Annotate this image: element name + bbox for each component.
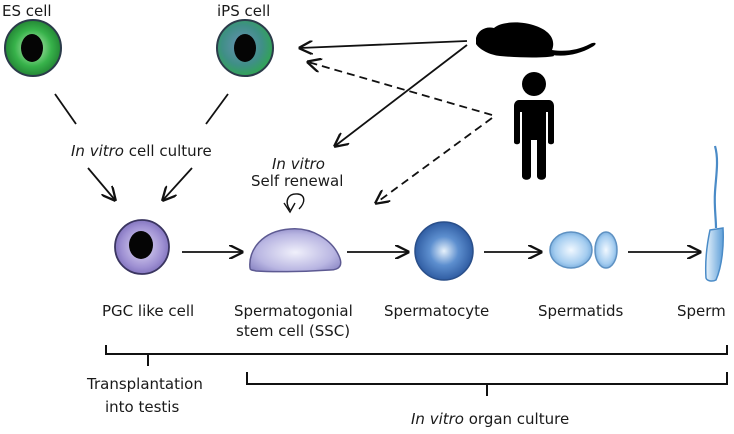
sperm-label: Sperm bbox=[677, 302, 726, 320]
es-cell bbox=[4, 19, 62, 77]
arrow-mouse-to-ips bbox=[300, 40, 468, 48]
transplant-label-line2: into testis bbox=[105, 398, 179, 416]
spermatocyte-label: Spermatocyte bbox=[384, 302, 489, 320]
human-arrows bbox=[308, 62, 493, 203]
transplant-label-line1: Transplantation bbox=[86, 375, 203, 393]
spermatids-cells bbox=[549, 231, 618, 269]
culture-arrows bbox=[54, 93, 229, 200]
organ-culture-label: In vitro organ culture bbox=[411, 410, 569, 428]
self-renewal-loop-icon bbox=[286, 193, 305, 211]
arrow-mouse-to-ssc bbox=[335, 44, 468, 146]
cell-culture-label: In vitro cell culture bbox=[71, 142, 212, 160]
ssc-label-line1: Spermatogonial bbox=[234, 302, 353, 320]
mouse-arrows bbox=[300, 40, 468, 146]
human-silhouette-icon bbox=[514, 72, 554, 180]
sperm-cell bbox=[705, 145, 724, 282]
self-renewal-in-vitro: In vitro bbox=[272, 155, 325, 173]
self-renewal-label: Self renewal bbox=[251, 172, 343, 190]
ips-cell-label: iPS cell bbox=[217, 2, 270, 20]
arrow-human-to-ips bbox=[308, 62, 493, 116]
arrow-human-to-ssc bbox=[376, 117, 493, 203]
ssc-label-line2: stem cell (SSC) bbox=[236, 322, 350, 340]
pgc-label: PGC like cell bbox=[102, 302, 194, 320]
es-cell-label: ES cell bbox=[2, 2, 52, 20]
mouse-silhouette-icon bbox=[476, 22, 596, 58]
transplantation-bracket bbox=[105, 345, 728, 366]
spermatocyte-cell bbox=[414, 221, 474, 281]
spermatids-label: Spermatids bbox=[538, 302, 624, 320]
organ-culture-bracket bbox=[246, 372, 728, 396]
ips-cell bbox=[216, 19, 274, 77]
pgc-like-cell bbox=[114, 219, 170, 275]
spermatogonial-stem-cell bbox=[249, 228, 342, 273]
